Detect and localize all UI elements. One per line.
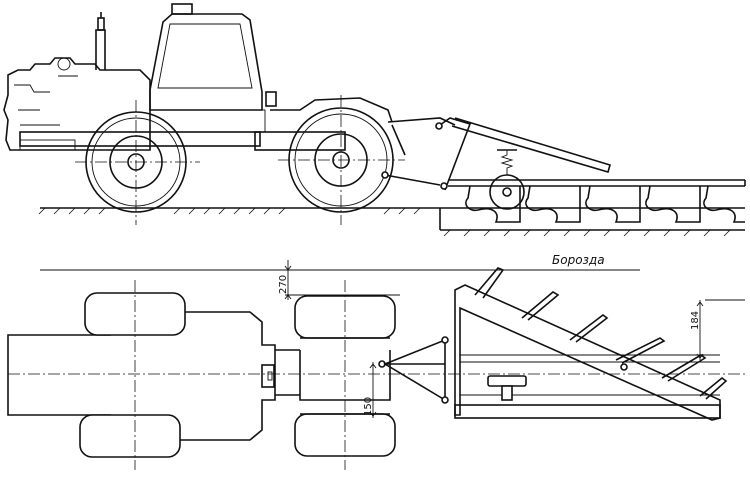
plough-bodies-side <box>465 185 745 223</box>
plough-beam-side <box>448 117 746 187</box>
dimension-184: 184 <box>690 300 704 360</box>
gauge-wheel-plan <box>487 375 527 401</box>
rear-wheel <box>278 95 405 225</box>
side-view <box>3 3 746 237</box>
dimension-184-label: 184 <box>690 311 701 330</box>
dimension-270-label: 270 <box>278 275 289 294</box>
exhaust-pipe <box>95 12 106 70</box>
plan-view: Борозда 270 <box>7 253 745 470</box>
front-wheels-plan <box>79 280 186 470</box>
engine-block <box>3 57 151 151</box>
tractor-cab <box>149 3 277 111</box>
hitch-linkage <box>381 117 472 191</box>
plough-bodies-plan <box>474 267 728 400</box>
front-wheel <box>75 100 200 225</box>
rear-wheels-plan <box>294 280 396 470</box>
dimension-150: 150 <box>363 360 386 418</box>
dimension-270: 270 <box>278 260 292 300</box>
dimension-150-label: 150 <box>363 397 374 416</box>
gauge-wheel <box>489 149 525 210</box>
hitch-triangle-plan <box>383 336 449 404</box>
plough-frame-plan <box>454 284 721 421</box>
tractor-frame <box>19 97 393 151</box>
furrow-label: Борозда <box>552 253 605 267</box>
